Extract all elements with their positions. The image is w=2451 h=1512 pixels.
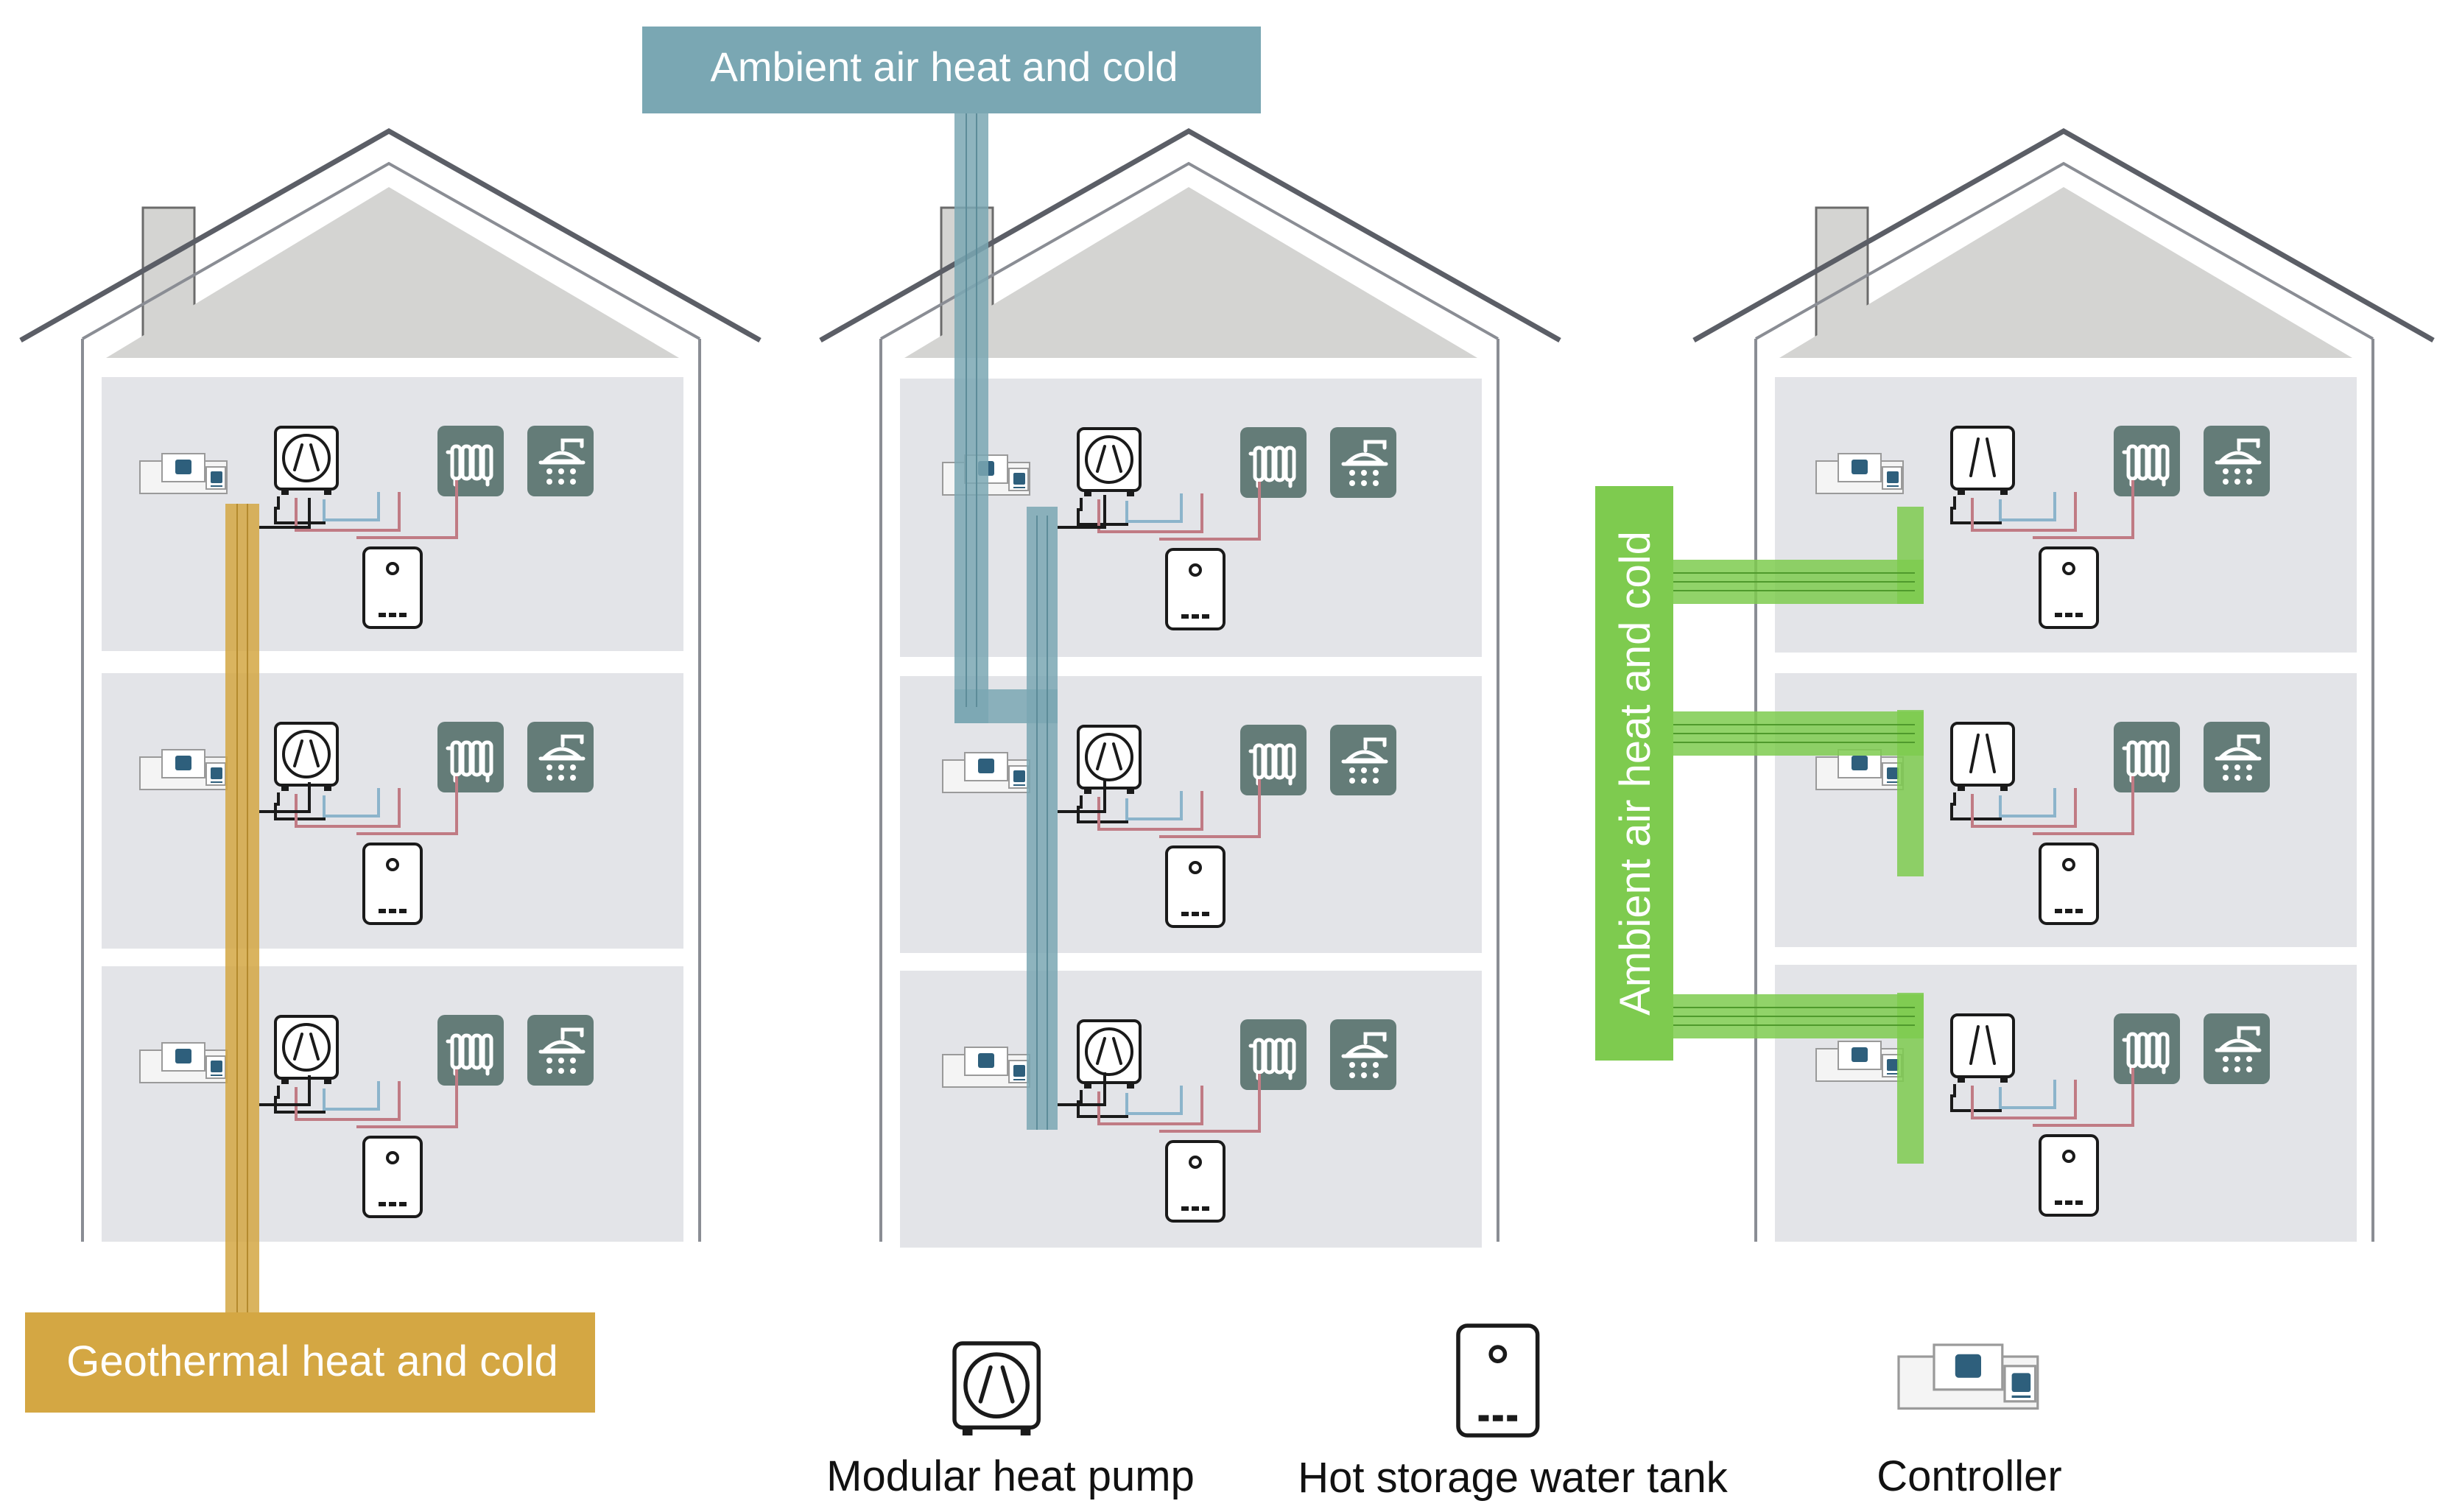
shower-icon bbox=[1330, 1019, 1396, 1090]
ambient-shared-branch bbox=[1058, 779, 1106, 813]
heat-pump-icon bbox=[274, 426, 339, 496]
heat-pump-icon bbox=[1950, 1013, 2015, 1084]
ambient-individual-drop bbox=[1897, 507, 1924, 604]
geothermal-riser bbox=[225, 504, 259, 1321]
chimney bbox=[141, 206, 196, 342]
heat-pump-icon bbox=[1077, 725, 1142, 795]
geothermal-branch bbox=[259, 498, 311, 529]
shower-icon bbox=[527, 1015, 594, 1086]
ambient-shared-label-box bbox=[642, 27, 1261, 113]
water-tank-icon bbox=[362, 546, 423, 629]
legend-controller-label: Controller bbox=[1877, 1452, 2061, 1500]
floor-1 bbox=[102, 377, 683, 651]
heat-pump-icon bbox=[1950, 426, 2015, 496]
shower-icon bbox=[527, 426, 594, 496]
roof-outline bbox=[819, 127, 1561, 343]
legend-heat-pump-label: Modular heat pump bbox=[826, 1452, 1195, 1500]
heat-pump-icon bbox=[274, 1015, 339, 1086]
ambient-shared-source: Ambient air heat and cold bbox=[642, 27, 1261, 113]
roof-inner bbox=[1755, 161, 2374, 340]
geothermal-branch bbox=[259, 1075, 311, 1106]
roof-outline bbox=[1692, 127, 2435, 343]
water-tank-icon bbox=[2039, 843, 2099, 925]
legend-water-tank-label: Hot storage water tank bbox=[1298, 1454, 1729, 1502]
radiator-icon bbox=[1240, 1019, 1307, 1090]
shower-icon bbox=[1330, 427, 1396, 498]
house-left-drawing bbox=[19, 127, 762, 1242]
house-middle-drawing bbox=[819, 127, 1561, 1248]
water-tank-icon bbox=[1458, 1326, 1538, 1435]
radiator-icon bbox=[1240, 427, 1307, 498]
floor-1 bbox=[1775, 377, 2357, 653]
shower-icon bbox=[527, 722, 594, 792]
heat-pump-icon bbox=[954, 1343, 1038, 1435]
water-tank-icon bbox=[362, 1136, 423, 1218]
water-tank-icon bbox=[2039, 1134, 2099, 1217]
ambient-shared-distribution bbox=[1027, 507, 1058, 1130]
water-tank-icon bbox=[362, 843, 423, 925]
roof-outline bbox=[19, 127, 762, 343]
ambient-shared-riser bbox=[954, 113, 988, 723]
floor-3 bbox=[102, 966, 683, 1242]
shower-icon bbox=[2204, 722, 2270, 792]
water-tank-icon bbox=[1165, 1140, 1226, 1223]
radiator-icon bbox=[437, 1015, 504, 1086]
heat-pump-icon bbox=[1077, 1019, 1142, 1090]
floor-3 bbox=[900, 971, 1482, 1248]
legend-controller: Controller bbox=[1877, 1343, 2062, 1500]
legend-water-tank: Hot storage water tank bbox=[1298, 1326, 1729, 1502]
radiator-icon bbox=[437, 722, 504, 792]
water-tank-icon bbox=[2039, 546, 2099, 629]
shower-icon bbox=[1330, 725, 1396, 795]
radiator-icon bbox=[2114, 1013, 2180, 1084]
shower-icon bbox=[2204, 426, 2270, 496]
ambient-individual-drop bbox=[1897, 993, 1924, 1164]
heat-pump-icon bbox=[1950, 722, 2015, 792]
ambient-individual-label: Ambient air heat and cold bbox=[1611, 531, 1659, 1016]
legend: Modular heat pump Hot storage water tank… bbox=[826, 1326, 2062, 1502]
house-right-drawing bbox=[1692, 127, 2435, 1242]
geothermal-label-box bbox=[25, 1312, 595, 1413]
ambient-shared-label: Ambient air heat and cold bbox=[710, 43, 1178, 90]
ambient-individual-label-box bbox=[1595, 486, 1673, 1061]
ambient-shared-branch bbox=[1058, 1072, 1106, 1106]
roof-inner bbox=[82, 161, 700, 340]
radiator-icon bbox=[2114, 426, 2180, 496]
attic bbox=[1779, 187, 2352, 358]
heat-pump-icon bbox=[274, 722, 339, 792]
attic bbox=[106, 187, 679, 358]
ambient-individual-drop bbox=[1897, 710, 1924, 876]
geothermal-branch bbox=[259, 782, 311, 813]
water-tank-icon bbox=[1165, 548, 1226, 630]
legend-heat-pump: Modular heat pump bbox=[826, 1343, 1195, 1500]
ambient-shared-branch bbox=[1058, 495, 1106, 529]
floor-2 bbox=[102, 673, 683, 949]
controller-icon bbox=[1897, 1343, 2039, 1410]
geothermal-source: Geothermal heat and cold bbox=[25, 1312, 595, 1413]
geothermal-label: Geothermal heat and cold bbox=[66, 1337, 558, 1385]
attic bbox=[904, 187, 1477, 358]
house-left bbox=[82, 130, 981, 144]
radiator-icon bbox=[1240, 725, 1307, 795]
floor-1 bbox=[900, 379, 1482, 657]
water-tank-icon bbox=[1165, 845, 1226, 928]
ambient-individual-source: Ambient air heat and cold bbox=[1595, 486, 1673, 1061]
radiator-icon bbox=[437, 426, 504, 496]
heat-pump-icon bbox=[1077, 427, 1142, 498]
radiator-icon bbox=[2114, 722, 2180, 792]
shower-icon bbox=[2204, 1013, 2270, 1084]
